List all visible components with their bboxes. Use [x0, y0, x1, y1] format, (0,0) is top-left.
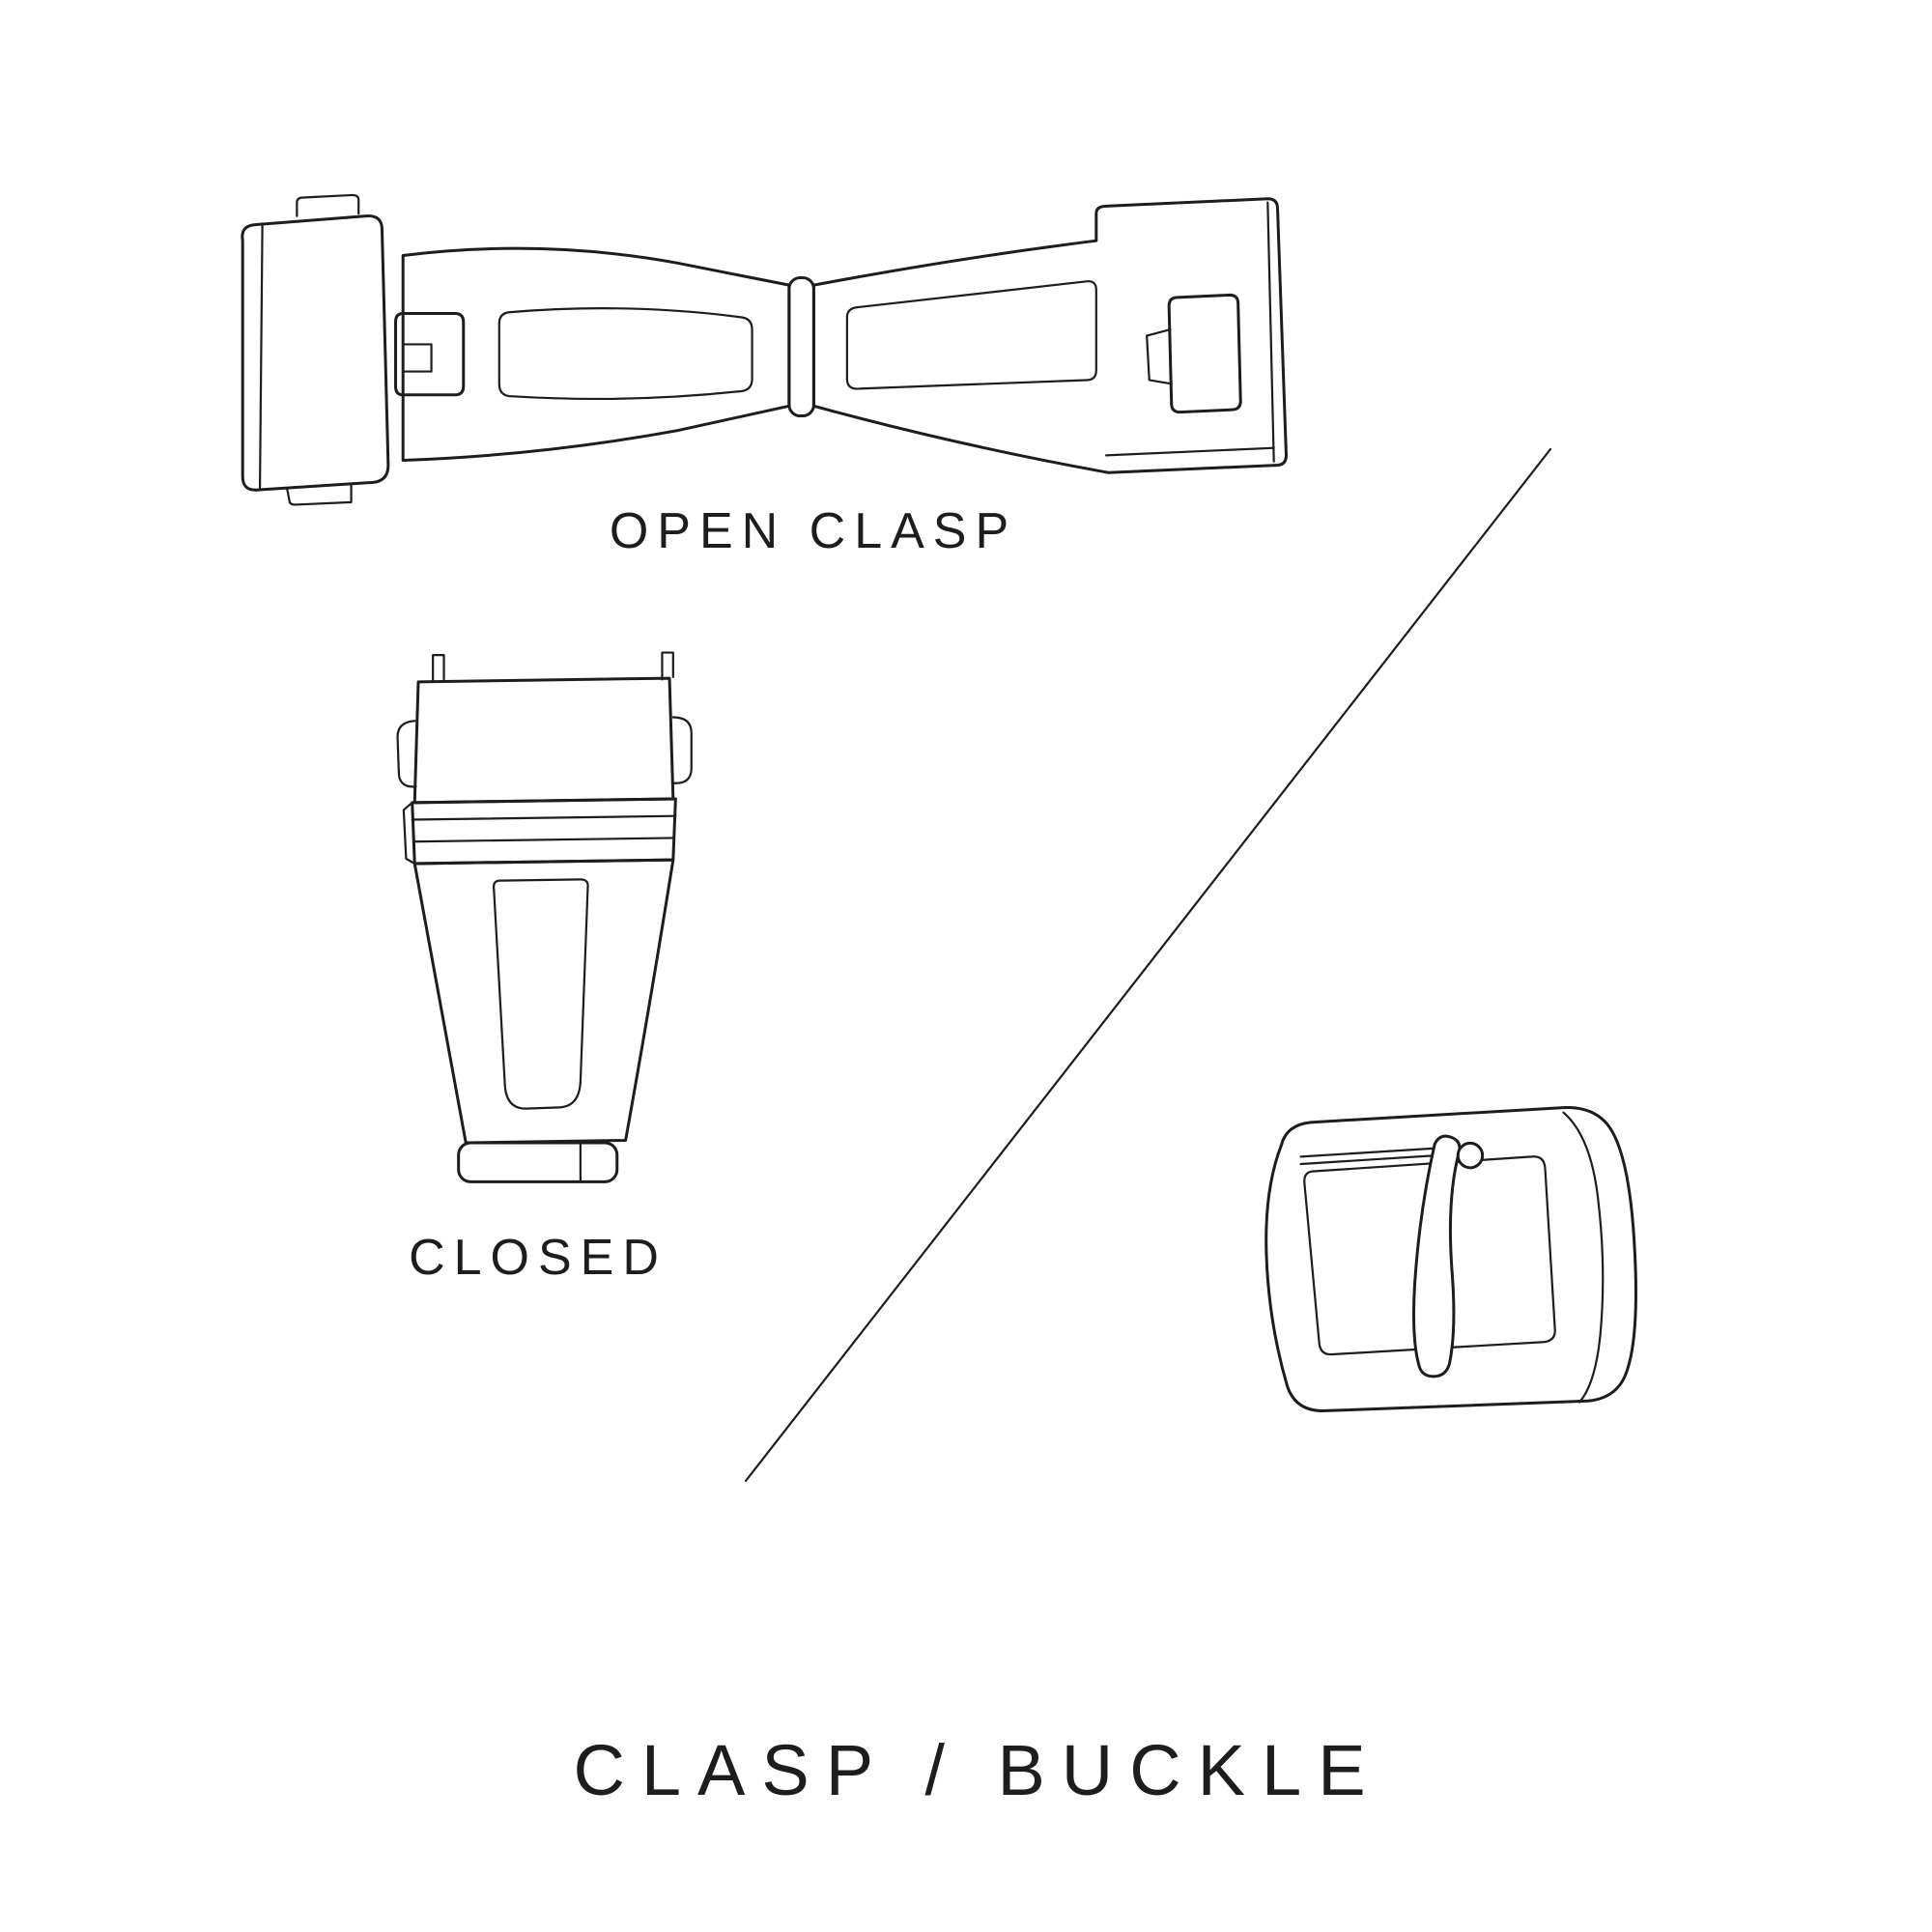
closed-clasp-cap	[398, 678, 692, 803]
clasp-center-hinge	[789, 277, 814, 415]
buckle-pin	[1414, 1136, 1483, 1377]
pin-buckle-illustration	[1235, 1096, 1652, 1422]
clasp-right-arm	[813, 199, 1286, 472]
open-clasp-label: OPEN CLASP	[609, 503, 1018, 559]
closed-clasp-band	[404, 799, 675, 864]
buckle-frame	[1266, 1108, 1636, 1411]
open-clasp-svg	[217, 186, 1304, 507]
clasp-left-arm	[396, 248, 789, 460]
closed-clasp-tab	[459, 1143, 617, 1181]
open-clasp-illustration	[217, 186, 1304, 507]
closed-clasp-prongs	[433, 653, 673, 682]
diagram-title: CLASP / BUCKLE	[573, 1730, 1382, 1810]
clasp-left-cap	[242, 195, 388, 505]
closed-clasp-illustration	[377, 645, 706, 1194]
closed-clasp-svg	[377, 645, 706, 1194]
buckle-hinge-bar	[1301, 1147, 1459, 1164]
diagonal-divider	[734, 440, 1565, 1492]
diagonal-divider-svg	[734, 440, 1565, 1492]
pin-buckle-svg	[1235, 1096, 1652, 1422]
buckle-pin-loop	[1458, 1143, 1482, 1167]
closed-clasp-label: CLOSED	[409, 1230, 668, 1286]
closed-clasp-body	[414, 860, 673, 1143]
